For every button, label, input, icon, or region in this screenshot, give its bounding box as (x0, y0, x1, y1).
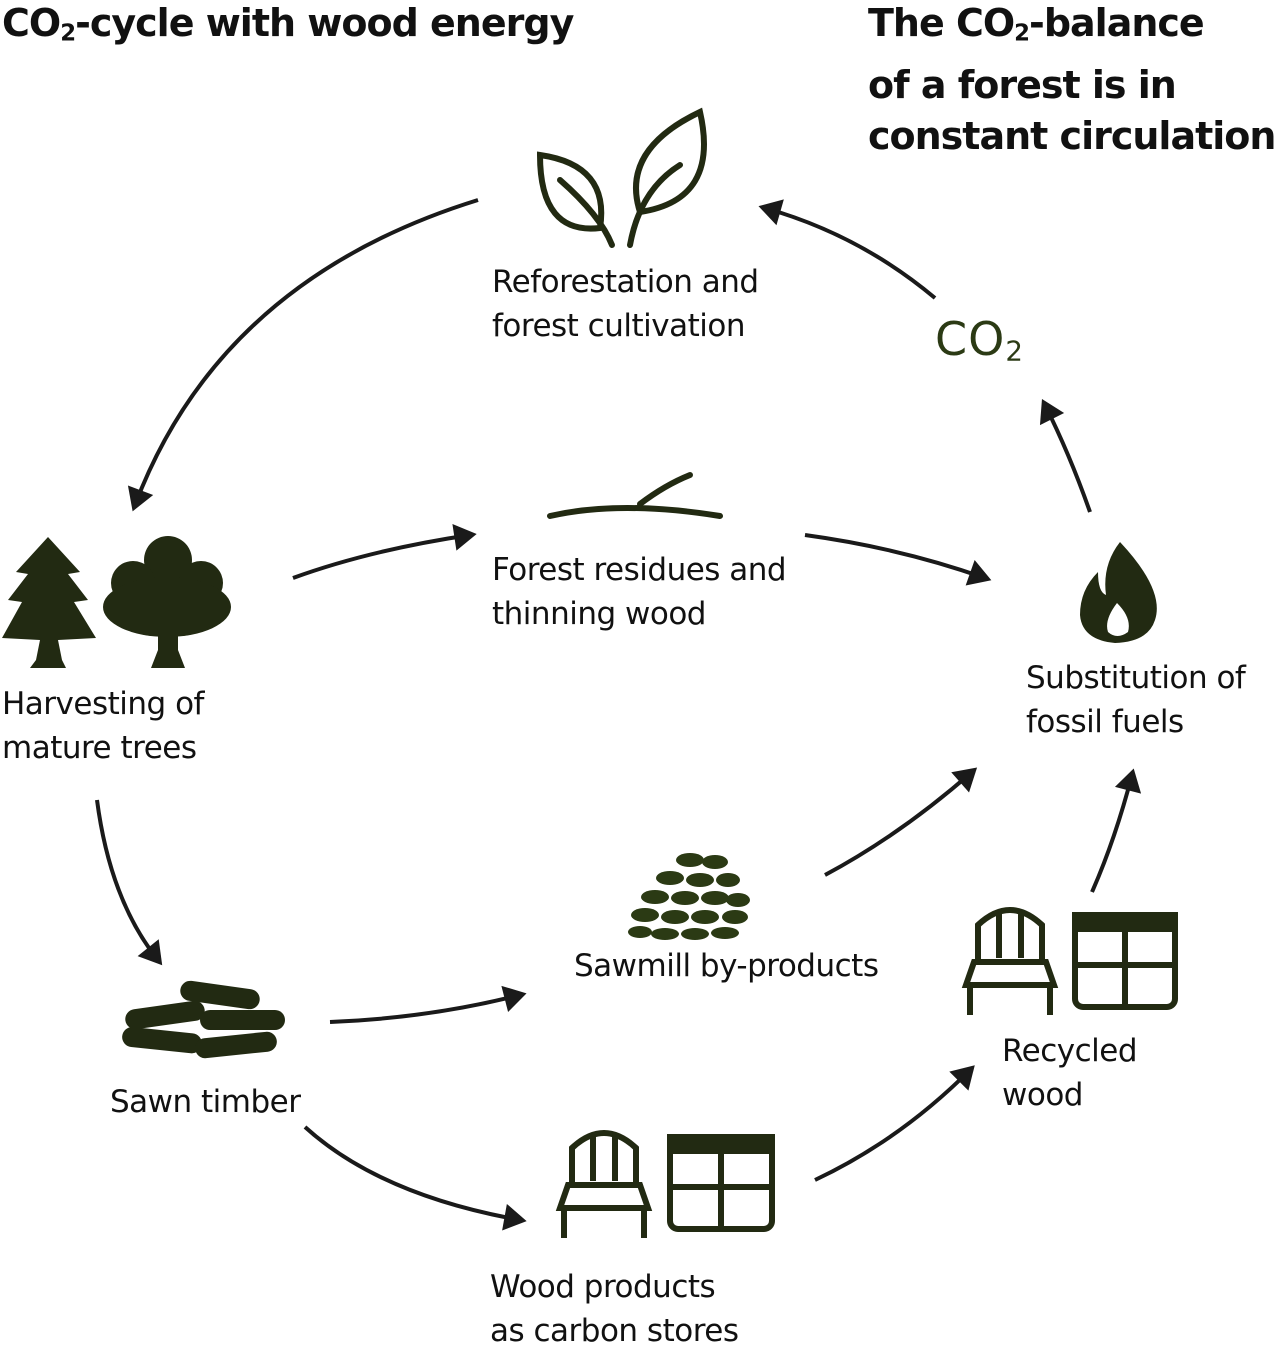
label-recycled: Recycled wood (1002, 1033, 1138, 1113)
label-sawn-timber: Sawn timber (110, 1084, 301, 1120)
arrow-harvest-to-timber (95, 799, 163, 966)
trees-icon (2, 536, 231, 668)
co2-label: CO2 (935, 312, 1024, 368)
arrow-reforest-to-harvest (127, 198, 479, 512)
sawmill-byproducts-icon (628, 853, 750, 940)
recycled-wood-icon (961, 907, 1178, 1015)
sawn-timber-icon (122, 980, 285, 1059)
flame-icon (1080, 542, 1157, 643)
diagram-title: CO2-cycle with wood energy (2, 1, 574, 47)
arrow-timber-to-sawmill (329, 985, 527, 1024)
label-wood-products: Wood products as carbon stores (490, 1269, 739, 1349)
branch-icon (547, 472, 723, 519)
leaves-icon (536, 107, 707, 248)
wood-products-icon (555, 1130, 775, 1238)
arrow-co2-to-reforest (758, 199, 937, 300)
label-residues: Forest residues and thinning wood (492, 552, 787, 632)
label-harvesting: Harvesting of mature trees (2, 686, 204, 766)
label-reforestation: Reforestation and forest cultivation (492, 264, 759, 344)
arrow-residues-to-fuel (804, 533, 992, 586)
label-sawmill: Sawmill by-products (574, 948, 879, 984)
label-substitution: Substitution of fossil fuels (1026, 660, 1246, 740)
arrow-timber-to-products (303, 1125, 527, 1231)
arrow-sawmill-to-fuel (824, 767, 978, 877)
arrow-harvest-to-residues (292, 523, 477, 580)
arrow-fuel-to-co2 (1039, 398, 1092, 513)
arrow-recycled-to-fuel (1090, 768, 1142, 893)
arrow-products-to-recycled (814, 1065, 975, 1182)
